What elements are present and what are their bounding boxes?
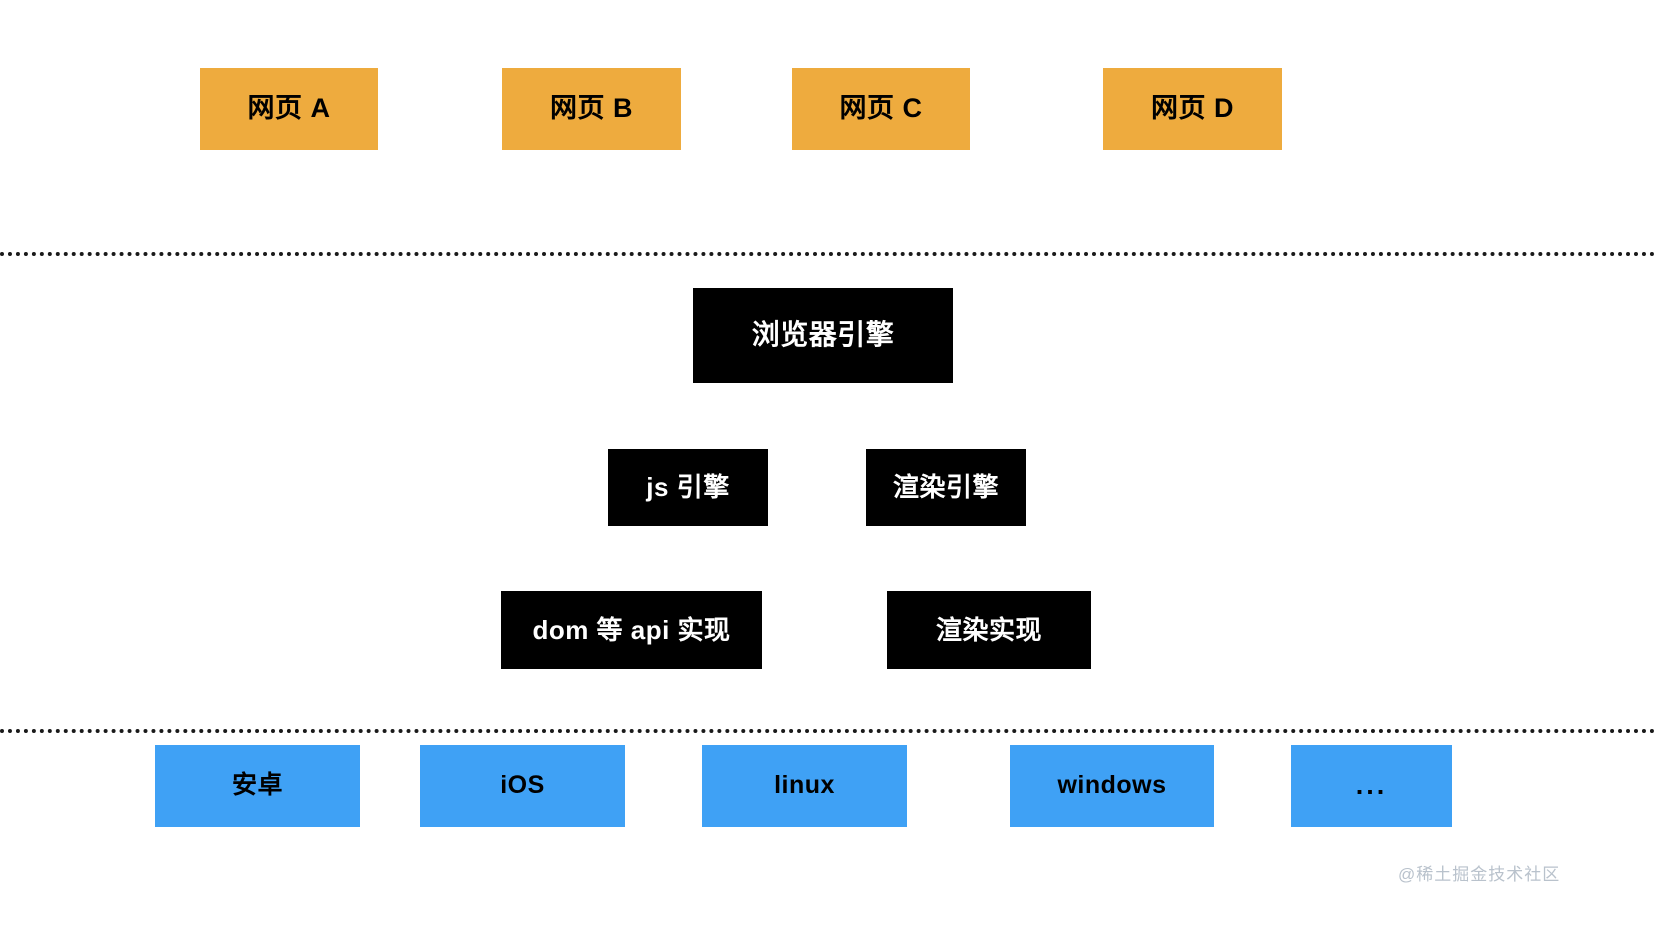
node-page-a[interactable]: 网页 A [200, 68, 378, 150]
node-render-impl[interactable]: 渲染实现 [887, 591, 1091, 669]
node-browser-engine[interactable]: 浏览器引擎 [693, 288, 953, 383]
node-label: 网页 C [839, 93, 923, 124]
node-label: 渲染实现 [935, 614, 1042, 645]
node-label: 网页 D [1151, 93, 1234, 124]
node-page-d[interactable]: 网页 D [1103, 68, 1282, 150]
node-os-android[interactable]: 安卓 [155, 745, 360, 827]
node-label: js 引擎 [646, 472, 730, 503]
node-label: 网页 A [247, 93, 331, 124]
node-os-windows[interactable]: windows [1010, 745, 1214, 827]
engine-os-divider [0, 729, 1656, 733]
node-label: windows [1057, 771, 1167, 800]
node-label: 安卓 [231, 771, 283, 800]
node-label: 浏览器引擎 [751, 319, 895, 351]
node-os-linux[interactable]: linux [702, 745, 907, 827]
node-label: dom 等 api 实现 [532, 614, 731, 645]
node-label: iOS [500, 771, 545, 800]
watermark-text: @稀土掘金技术社区 [1398, 865, 1561, 884]
node-label: ... [1355, 770, 1388, 801]
node-page-b[interactable]: 网页 B [502, 68, 681, 150]
node-js-engine[interactable]: js 引擎 [608, 449, 768, 526]
node-page-c[interactable]: 网页 C [792, 68, 970, 150]
node-label: 渲染引擎 [892, 472, 999, 503]
node-os-ios[interactable]: iOS [420, 745, 625, 827]
node-dom-api-impl[interactable]: dom 等 api 实现 [501, 591, 762, 669]
node-label: linux [774, 771, 835, 800]
node-label: 网页 B [550, 93, 633, 124]
node-os-more[interactable]: ... [1291, 745, 1452, 827]
pages-engine-divider [0, 252, 1656, 256]
node-render-engine[interactable]: 渲染引擎 [866, 449, 1026, 526]
